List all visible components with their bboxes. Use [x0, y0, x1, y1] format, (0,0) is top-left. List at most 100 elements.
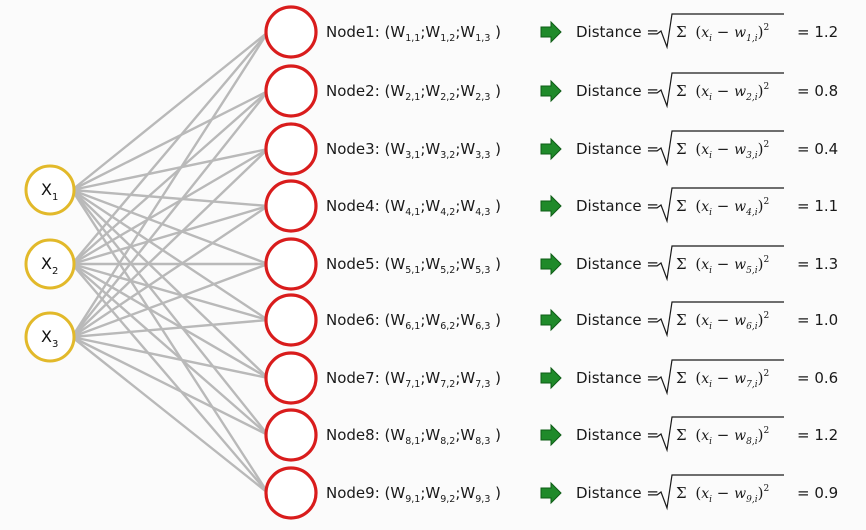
edge-x2-node3 [71, 147, 269, 266]
node-weights-label: Node9: (W9,1;W9,2;W9,3 ) [326, 484, 501, 505]
edge-x2-node2 [71, 90, 269, 265]
output-node-2 [264, 64, 318, 118]
right-arrow-icon [540, 252, 562, 276]
edge-x3-node3 [71, 148, 269, 338]
right-arrow-icon [540, 79, 562, 103]
edge-x2-node4 [71, 204, 269, 266]
right-arrow-icon [540, 20, 562, 44]
right-arrow-icon [540, 366, 562, 390]
sqrt-sign [656, 245, 784, 282]
input-neuron-3: X3 [24, 311, 76, 363]
edge-x3-node4 [71, 205, 269, 338]
edge-x2-node6 [71, 262, 269, 322]
connections [70, 31, 270, 494]
node-row-1: Node1: (W1,1;W1,2;W1,3 )Distance =Σ (xi … [326, 13, 838, 50]
output-layer [264, 5, 318, 520]
distance-value: = 1.1 [797, 197, 838, 215]
distance-label: Distance = [576, 369, 659, 387]
input-label: X3 [41, 327, 58, 350]
node-row-7: Node7: (W7,1;W7,2;W7,3 ) Distance = Σ (xi … [326, 359, 838, 396]
output-node-8 [264, 408, 318, 462]
distance-label: Distance = [576, 140, 659, 158]
distance-label: Distance = [576, 23, 659, 41]
distance-label: Distance = [576, 311, 659, 329]
distance-label: Distance = [576, 82, 659, 100]
node-weights-label: Node7: (W7,1;W7,2;W7,3 ) [326, 369, 501, 390]
output-node-6 [264, 293, 318, 347]
sqrt-sign [656, 72, 784, 109]
edge-x3-node2 [71, 90, 269, 338]
edge-x1-node5 [71, 188, 269, 266]
node-row-9: Node9: (W9,1;W9,2;W9,3 )Distance =Σ (xi … [326, 474, 838, 511]
input-circle [24, 238, 76, 290]
input-neuron-1: X1 [24, 164, 76, 216]
sqrt-sign [656, 187, 784, 224]
input-neuron-2: X2 [24, 238, 76, 290]
edge-x1-node4 [71, 188, 269, 208]
distance-value: = 0.9 [797, 484, 838, 502]
distance-formula: Σ (xi − w2,i)2 [676, 82, 769, 103]
distance-value: = 1.0 [797, 311, 838, 329]
edge-x3-node7 [71, 335, 269, 380]
edge-x3-node9 [71, 336, 269, 494]
distance-value: = 1.2 [797, 426, 838, 444]
node-weights-label: Node1: (W1,1;W1,2;W1,3 ) [326, 23, 501, 44]
distance-formula: Σ (xi − w8,i)2 [676, 426, 769, 447]
node-weights-label: Node6: (W6,1;W6,2;W6,3 ) [326, 311, 501, 332]
edge-x1-node7 [71, 189, 269, 379]
distance-formula: Σ (xi − w3,i)2 [676, 140, 769, 161]
output-node-5 [264, 237, 318, 291]
sqrt-sign [656, 416, 784, 453]
edge-x2-node9 [71, 263, 269, 494]
node-row-4: Node4: (W4,1;W4,2;W4,3 ) Distance = Σ (xi … [326, 187, 838, 224]
distance-label: Distance = [576, 255, 659, 273]
distance-rows: Node1: (W1,1;W1,2;W1,3 ) Distance = Σ (xi … [326, 13, 838, 511]
right-arrow-icon [540, 194, 562, 218]
distance-value: = 0.8 [797, 82, 838, 100]
node-weights-label: Node8: (W8,1;W8,2;W8,3 ) [326, 426, 501, 447]
output-node-3 [264, 122, 318, 176]
edge-x1-node2 [71, 89, 269, 192]
sqrt-sign [656, 13, 784, 50]
edge-x1-node6 [71, 188, 269, 322]
node-row-6: Node6: (W6,1;W6,2;W6,3 ) Distance = Σ (xi … [326, 301, 838, 338]
right-arrow-icon [540, 308, 562, 332]
distance-formula: Σ (xi − w4,i)2 [676, 197, 769, 218]
right-arrow-icon [540, 481, 562, 505]
output-node-1 [264, 5, 318, 59]
distance-label: Distance = [576, 426, 659, 444]
output-node-4 [264, 179, 318, 233]
distance-value: = 1.2 [797, 23, 838, 41]
input-label: X2 [41, 254, 58, 277]
right-arrow-icon [540, 423, 562, 447]
edge-x3-node5 [71, 262, 269, 339]
node-row-2: Node2: (W2,1;W2,2;W2,3 ) Distance = Σ (xi … [326, 72, 838, 109]
distance-label: Distance = [576, 197, 659, 215]
node-weights-label: Node4: (W4,1;W4,2;W4,3 ) [326, 197, 501, 218]
distance-formula: Σ (xi − w6,i)2 [676, 311, 769, 332]
node-row-8: Node8: (W8,1;W8,2;W8,3 ) Distance = Σ (xi … [326, 416, 838, 453]
right-arrow-icon [540, 137, 562, 161]
node-row-3: Node3: (W3,1;W3,2;W3,3 )Distance =Σ (xi … [326, 130, 838, 167]
input-circle [24, 311, 76, 363]
output-node-9 [264, 466, 318, 520]
edge-x1-node8 [71, 189, 269, 436]
distance-label: Distance = [576, 484, 659, 502]
sqrt-sign [656, 474, 784, 511]
node-weights-label: Node5: (W5,1;W5,2;W5,3 ) [326, 255, 501, 276]
edge-x2-node1 [71, 31, 269, 265]
distance-value: = 0.4 [797, 140, 838, 158]
node-weights-label: Node2: (W2,1;W2,2;W2,3 ) [326, 82, 501, 103]
distance-formula: Σ (xi − w5,i)2 [676, 255, 769, 276]
sqrt-sign [656, 301, 784, 338]
edge-x1-node3 [71, 147, 269, 192]
input-circle [24, 164, 76, 216]
distance-formula: Σ (xi − w7,i)2 [676, 369, 769, 390]
sqrt-sign [656, 359, 784, 396]
distance-value: = 1.3 [797, 255, 838, 273]
output-node-7 [264, 351, 318, 405]
node-row-5: Node5: (W5,1;W5,2;W5,3 ) Distance = Σ (xi … [326, 245, 838, 282]
edge-x3-node1 [70, 31, 270, 338]
